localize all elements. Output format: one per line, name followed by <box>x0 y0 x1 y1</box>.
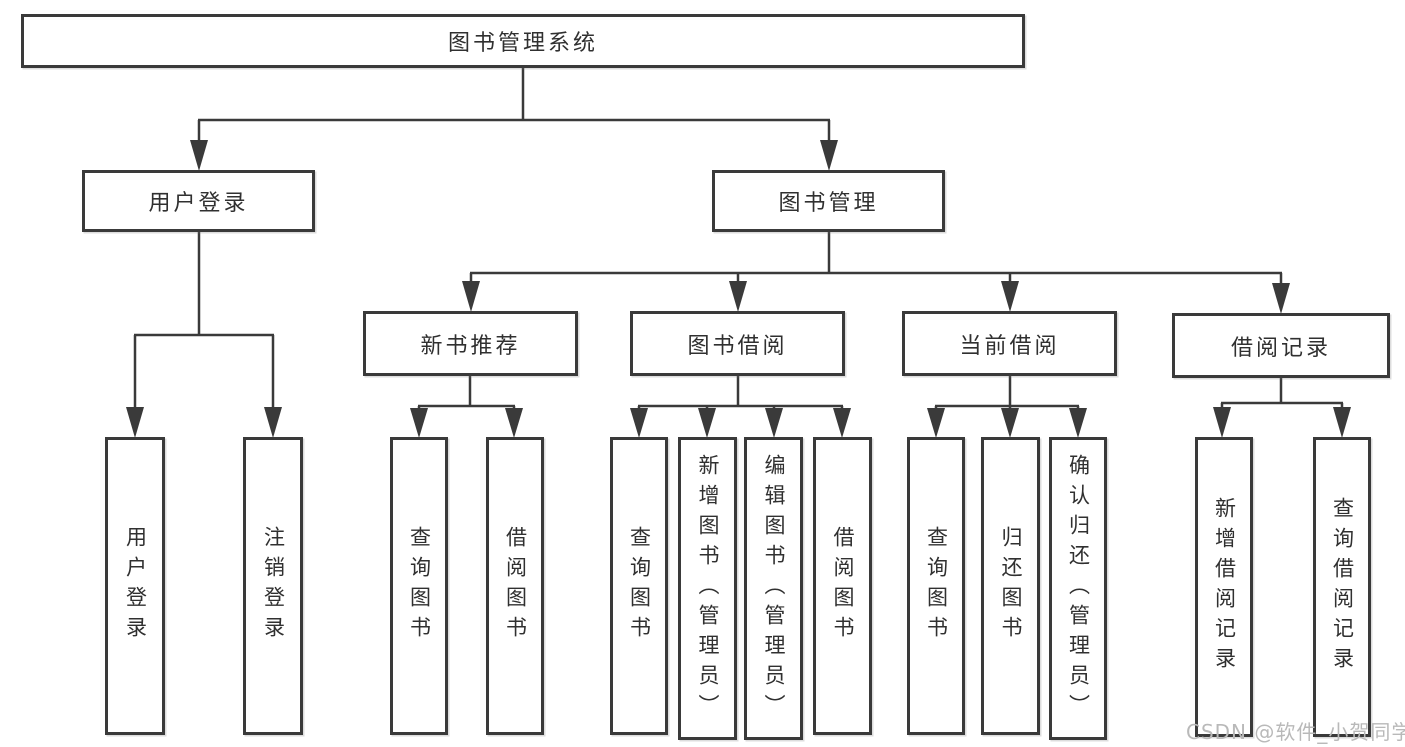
node-label: 借阅记录 <box>1230 335 1331 361</box>
node-label: 新书推荐 <box>420 333 521 359</box>
node-label: 归还图书 <box>999 526 1023 646</box>
node-label: 确认归还（管理员） <box>1066 453 1091 724</box>
leaf-query-book-2: 查询图书 <box>610 437 668 735</box>
node-book-management: 图书管理 <box>712 170 945 232</box>
node-book-borrow: 图书借阅 <box>630 311 845 376</box>
node-label: 用户登录 <box>148 191 249 216</box>
leaf-query-book-1: 查询图书 <box>390 437 448 735</box>
node-label: 图书管理 <box>778 191 879 216</box>
node-label: 查询图书 <box>407 526 432 646</box>
csdn-watermark: CSDN @软件_小贺同学 <box>1186 720 1405 744</box>
node-label: 图书借阅 <box>687 333 788 359</box>
node-user-login: 用户登录 <box>82 170 315 232</box>
leaf-logout: 注销登录 <box>243 437 303 735</box>
node-library-management-system: 图书管理系统 <box>21 14 1025 68</box>
node-label: 新增借阅记录 <box>1212 497 1237 677</box>
leaf-query-borrow-record: 查询借阅记录 <box>1313 437 1371 737</box>
node-current-borrow: 当前借阅 <box>902 311 1117 376</box>
leaf-return-book: 归还图书 <box>981 437 1040 735</box>
node-label: 图书管理系统 <box>447 31 598 56</box>
node-label: 查询借阅记录 <box>1330 497 1355 677</box>
leaf-confirm-return-admin: 确认归还（管理员） <box>1049 437 1107 740</box>
node-label: 查询图书 <box>627 526 652 646</box>
leaf-user-login: 用户登录 <box>105 437 165 735</box>
node-label: 新增图书（管理员） <box>696 453 720 724</box>
node-label: 编辑图书（管理员） <box>762 453 786 724</box>
node-label: 借阅图书 <box>503 526 528 646</box>
leaf-query-book-3: 查询图书 <box>907 437 965 735</box>
leaf-add-book-admin: 新增图书（管理员） <box>678 437 737 740</box>
node-label: 借阅图书 <box>831 526 855 646</box>
leaf-add-borrow-record: 新增借阅记录 <box>1195 437 1253 737</box>
leaf-borrow-book-1: 借阅图书 <box>486 437 544 735</box>
node-label: 用户登录 <box>123 526 148 646</box>
node-label: 查询图书 <box>924 526 949 646</box>
node-new-book-recommend: 新书推荐 <box>363 311 578 376</box>
node-label: 注销登录 <box>261 526 286 646</box>
leaf-borrow-book-2: 借阅图书 <box>813 437 872 735</box>
node-borrow-record: 借阅记录 <box>1172 313 1390 378</box>
node-label: 当前借阅 <box>959 333 1060 359</box>
leaf-edit-book-admin: 编辑图书（管理员） <box>744 437 803 740</box>
